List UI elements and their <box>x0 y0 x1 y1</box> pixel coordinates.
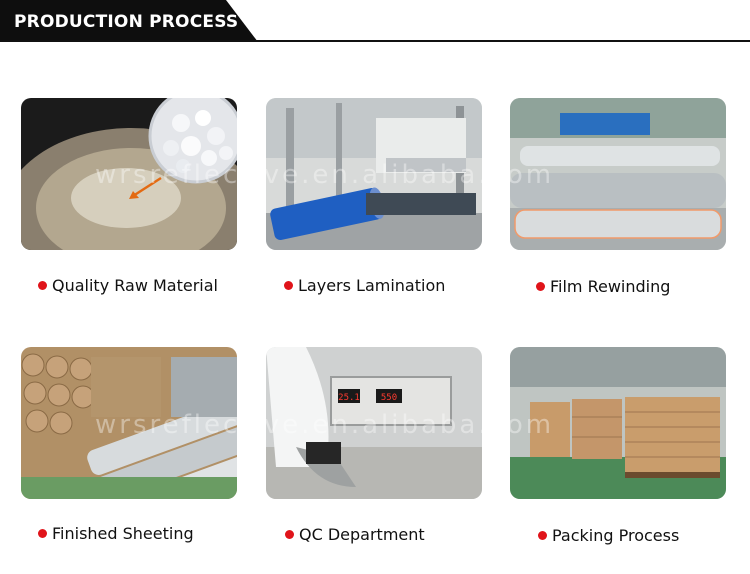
bullet-icon <box>38 281 47 290</box>
rewinding-photo <box>510 98 726 250</box>
step-label: Layers Lamination <box>298 276 446 295</box>
raw-material-image <box>21 98 237 250</box>
step-film-rewinding: Film Rewinding <box>536 277 670 296</box>
bullet-icon <box>285 530 294 539</box>
packing-process-image <box>510 347 726 499</box>
step-label: Film Rewinding <box>550 277 671 296</box>
step-qc-department: QC Department <box>285 525 425 544</box>
finished-sheeting-image <box>21 347 237 499</box>
step-label: Packing Process <box>552 526 680 545</box>
step-packing-process: Packing Process <box>538 526 679 545</box>
right-display-readout: 550 <box>381 393 397 403</box>
left-display-readout: 25.1 <box>338 393 360 403</box>
qc-department-image: 25.1 550 <box>266 347 482 499</box>
qc-department-photo: 25.1 550 <box>266 347 482 499</box>
finished-sheeting-photo <box>21 347 237 499</box>
header-bar <box>0 0 258 42</box>
page-title: PRODUCTION PROCESS <box>14 12 239 32</box>
bullet-icon <box>536 282 545 291</box>
header-underline <box>0 40 750 42</box>
bullet-icon <box>284 281 293 290</box>
bullet-icon <box>38 529 47 538</box>
rewinding-image <box>510 98 726 250</box>
step-label: QC Department <box>299 525 425 544</box>
bullet-icon <box>538 531 547 540</box>
step-quality-raw-material: Quality Raw Material <box>38 276 218 295</box>
step-finished-sheeting: Finished Sheeting <box>38 524 194 543</box>
lamination-photo <box>266 98 482 250</box>
raw-material-photo <box>21 98 237 250</box>
step-label: Quality Raw Material <box>52 276 218 295</box>
lamination-image <box>266 98 482 250</box>
step-label: Finished Sheeting <box>52 524 194 543</box>
step-layers-lamination: Layers Lamination <box>284 276 445 295</box>
packing-process-photo <box>510 347 726 499</box>
